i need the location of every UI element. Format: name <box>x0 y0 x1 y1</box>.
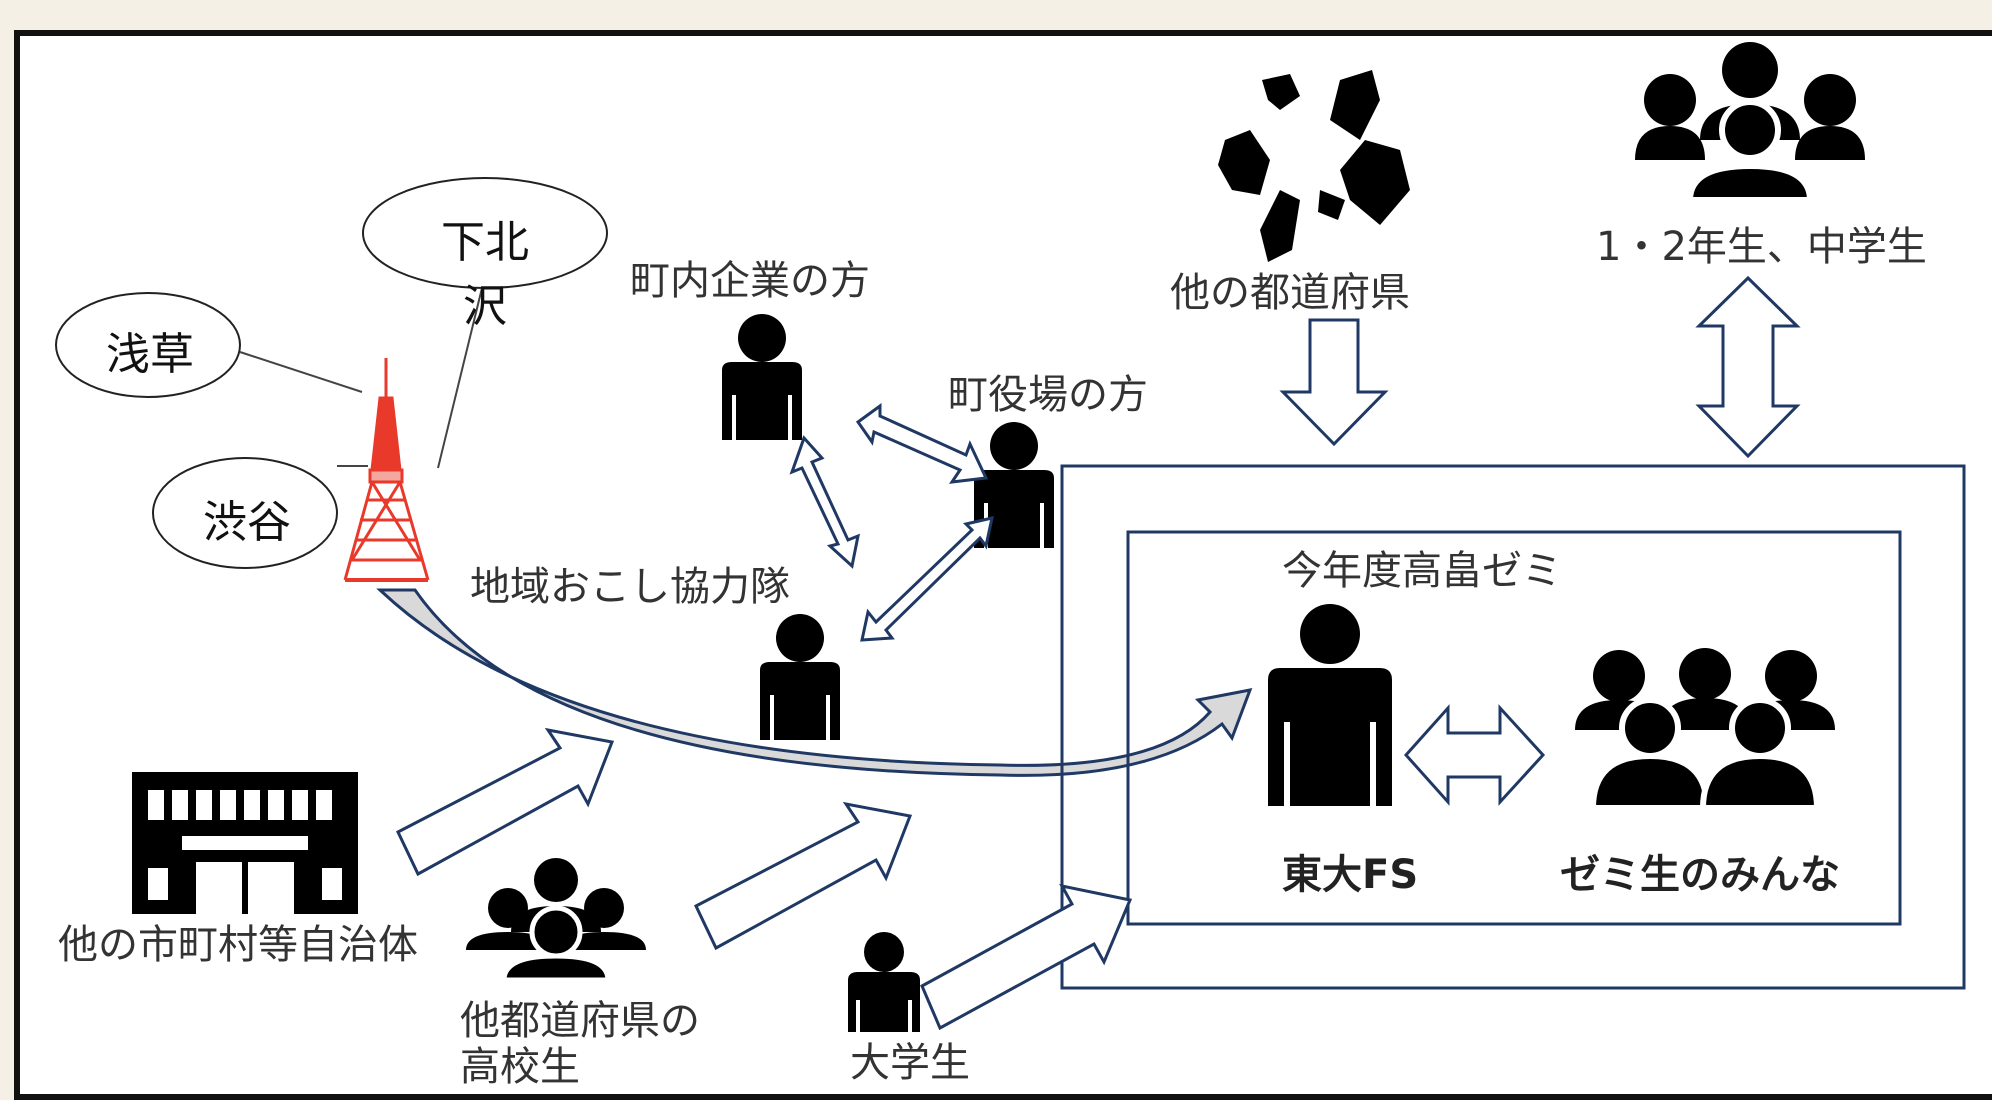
prefectures-down-arrow <box>1279 318 1389 447</box>
todai-fs-person-icon <box>1268 604 1392 806</box>
speech-oval-shimokitazawa <box>362 177 608 469</box>
fs-members-double-arrow <box>1403 704 1546 806</box>
label-town-office: 町役場の方 <box>948 372 1148 418</box>
speech-oval-shibuya <box>152 457 368 569</box>
label-university-students: 大学生 <box>850 1040 970 1086</box>
university-arrow <box>920 883 1133 1031</box>
label-other-prefectures: 他の都道府県 <box>1170 270 1410 316</box>
label-cooperation-team: 地域おこし協力隊 <box>470 564 790 610</box>
label-todai-fs: 東大FS <box>1282 852 1419 898</box>
students-double-arrow <box>1695 275 1801 459</box>
japan-map-icon <box>1218 70 1410 262</box>
seminar-members-icon <box>1575 648 1835 811</box>
label-shibuya: 渋谷 <box>203 497 291 548</box>
label-this-year-seminar: 今年度高畠ゼミ <box>1282 548 1562 594</box>
tokyo-tower-icon <box>343 358 430 582</box>
double-arrow <box>860 516 994 642</box>
double-arrow <box>855 403 989 484</box>
city-hall-icon <box>132 772 358 914</box>
speech-oval-asakusa <box>55 292 363 398</box>
label-other-pref-highschool: 他都道府県の 高校生 <box>460 998 700 1090</box>
label-asakusa: 浅草 <box>106 329 194 380</box>
seminar-box <box>1126 530 1902 926</box>
double-arrow-group <box>789 403 994 642</box>
municipality-arrow <box>396 727 615 877</box>
double-arrow <box>789 435 861 569</box>
flow-arrows <box>396 727 1133 1031</box>
highschool-arrow <box>694 801 913 951</box>
label-shimokitazawa: 下北沢 <box>441 217 529 332</box>
person-icon <box>722 314 802 440</box>
tower-to-fs-arrow <box>376 588 1253 777</box>
label-seminar-members: ゼミ生のみんな <box>1560 852 1840 898</box>
label-other-municipalities: 他の市町村等自治体 <box>58 922 418 968</box>
university-student-icon <box>848 932 920 1032</box>
label-local-companies: 町内企業の方 <box>630 258 870 304</box>
students-group-icon <box>1635 42 1865 203</box>
person-icon <box>760 614 840 740</box>
diagram-frame <box>14 30 1992 1100</box>
outer-box <box>1060 464 1966 990</box>
label-junior-students: 1・2年生、中学生 <box>1596 224 1927 270</box>
highschool-group-icon <box>466 858 646 980</box>
